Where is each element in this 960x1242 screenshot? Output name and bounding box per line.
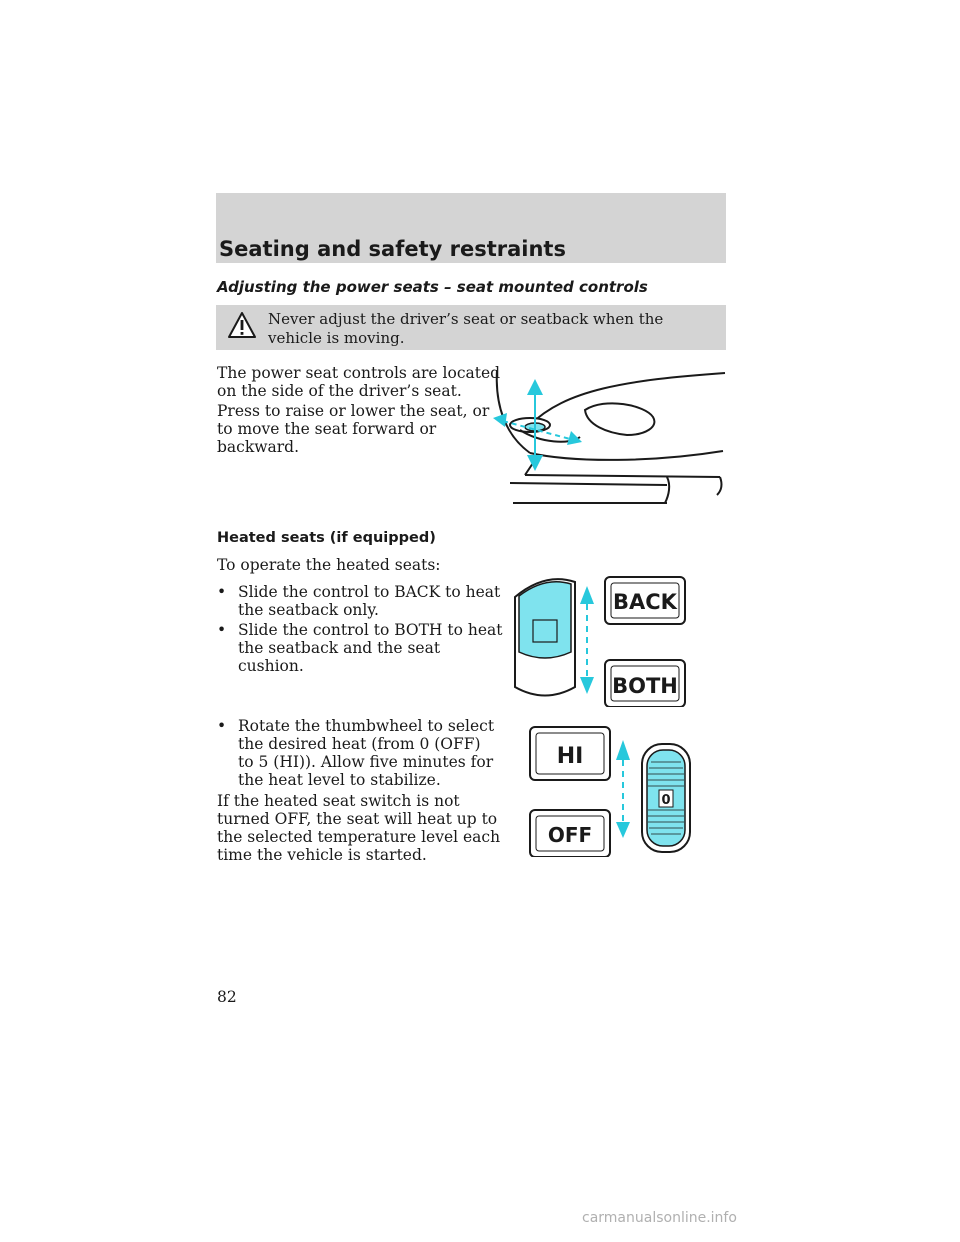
section-title: Adjusting the power seats – seat mounted… — [217, 278, 648, 296]
header-title: Seating and safety restraints — [219, 237, 566, 261]
bullet-dot-icon: • — [217, 583, 227, 601]
text-line: time the vehicle is started. — [217, 846, 427, 864]
text-line: Rotate the thumbwheel to select — [238, 717, 495, 735]
text-line: the desired heat (from 0 (OFF) — [238, 735, 481, 753]
back-label: BACK — [613, 590, 678, 614]
heated-seat-switch-illustration: BACK BOTH — [514, 576, 686, 707]
text-line: to 5 (HI)). Allow five minutes for — [238, 753, 494, 771]
bullet-text: Slide the control to BOTH to heat the se… — [238, 621, 502, 675]
off-label: OFF — [548, 823, 592, 847]
bullet-text: Slide the control to BACK to heat the se… — [238, 583, 500, 619]
text-line: turned OFF, the seat will heat up to — [217, 810, 498, 828]
bullet-dot-icon: • — [217, 621, 227, 639]
text-line: on the side of the driver’s seat. — [217, 382, 462, 400]
text-line: If the heated seat switch is not — [217, 792, 460, 810]
down-arrow-icon — [616, 822, 630, 838]
down-arrow-icon — [527, 455, 543, 471]
power-seat-paragraph-1: The power seat controls are located on t… — [217, 364, 500, 400]
up-arrow-icon — [527, 379, 543, 395]
footer-watermark: carmanualsonline.info — [582, 1210, 737, 1226]
heated-seats-heading: Heated seats (if equipped) — [217, 530, 436, 546]
bullet-dot-icon: • — [217, 717, 227, 735]
thumbwheel-illustration: HI OFF 0 — [529, 726, 691, 857]
warning-text: Never adjust the driver’s seat or seatba… — [268, 310, 664, 347]
text-line: The power seat controls are located — [217, 364, 501, 382]
text-line: Press to raise or lower the seat, or — [217, 402, 490, 420]
thumbwheel-ridges — [648, 761, 684, 835]
both-label: BOTH — [612, 674, 678, 698]
down-arrow-icon — [580, 677, 594, 694]
bullet-text: Rotate the thumbwheel to select the desi… — [238, 717, 494, 789]
header-band — [216, 193, 726, 263]
warning-icon — [228, 312, 256, 338]
up-arrow-icon — [580, 586, 594, 604]
heated-seats-intro: To operate the heated seats: — [217, 556, 441, 574]
up-arrow-icon — [616, 740, 630, 760]
heated-seats-closing: If the heated seat switch is not turned … — [217, 792, 500, 864]
text-line: the seatback and the seat — [238, 639, 441, 657]
hi-label: HI — [557, 744, 584, 769]
power-seat-illustration — [493, 369, 726, 504]
power-seat-paragraph-2: Press to raise or lower the seat, or to … — [217, 402, 489, 456]
text-line: to move the seat forward or — [217, 420, 437, 438]
text-line: backward. — [217, 438, 300, 456]
text-line: Slide the control to BOTH to heat — [238, 621, 503, 639]
text-line: the selected temperature level each — [217, 828, 501, 846]
text-line: the seatback only. — [238, 601, 379, 619]
warning-box — [216, 305, 726, 350]
text-line: cushion. — [238, 657, 304, 675]
text-line: the heat level to stabilize. — [238, 771, 441, 789]
text-line: Slide the control to BACK to heat — [238, 583, 501, 601]
page-number: 82 — [217, 988, 237, 1006]
wheel-digit: 0 — [661, 793, 670, 808]
